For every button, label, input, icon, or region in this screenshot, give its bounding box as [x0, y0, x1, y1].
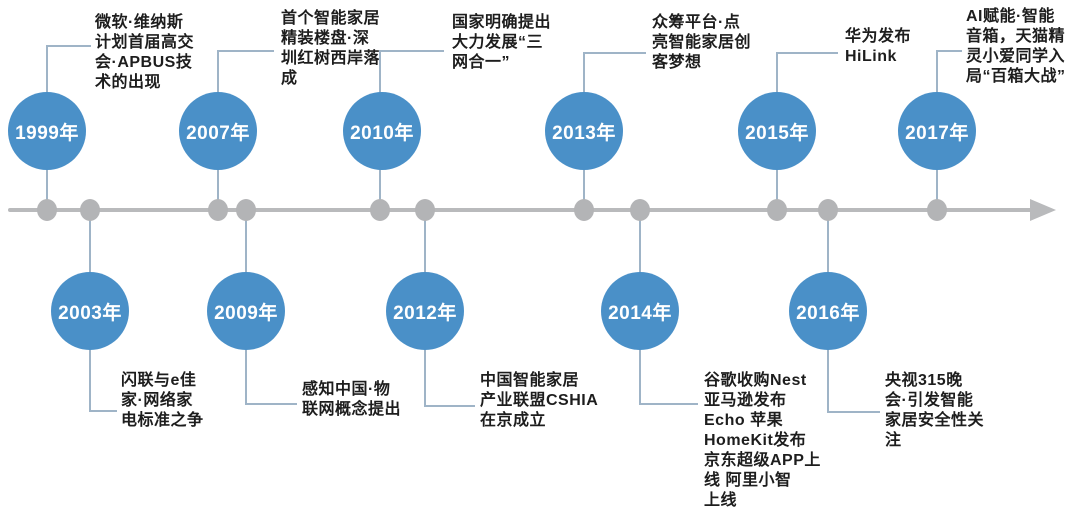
year-label-2007: 2007年: [186, 122, 250, 144]
timeline-dot-2016: [818, 199, 838, 221]
event-label-2014: 谷歌收购Nest 亚马逊发布 Echo 苹果 HomeKit发布 京东超级APP…: [704, 372, 821, 509]
timeline-dot-2009: [236, 199, 256, 221]
year-label-2016: 2016年: [796, 302, 860, 324]
event-label-2009: 感知中国·物 联网概念提出: [302, 381, 402, 418]
year-circle-2012: 2012年: [386, 272, 464, 350]
year-circle-2010: 2010年: [343, 92, 421, 170]
year-circle-2016: 2016年: [789, 272, 867, 350]
connector-hline-2015: [777, 52, 838, 54]
timeline-dot-2010: [370, 199, 390, 221]
timeline-axis: [8, 208, 1034, 212]
timeline-dot-1999: [37, 199, 57, 221]
year-label-2012: 2012年: [393, 302, 457, 324]
event-label-2017: AI赋能·智能 音箱，天猫精 灵小爱同学入 局“百箱大战”: [966, 8, 1066, 85]
event-label-2007: 首个智能家居 精装楼盘·深 圳红树西岸落 成: [281, 10, 381, 87]
event-label-2010: 国家明确提出 大力发展“三 网合一”: [452, 14, 552, 71]
year-circle-2007: 2007年: [179, 92, 257, 170]
event-label-2012: 中国智能家居 产业联盟CSHIA 在京成立: [480, 372, 599, 429]
year-label-2003: 2003年: [58, 302, 122, 324]
year-label-2014: 2014年: [608, 302, 672, 324]
event-label-2015: 华为发布 HiLink: [845, 28, 912, 65]
timeline-dot-2007: [208, 199, 228, 221]
year-label-2015: 2015年: [745, 122, 809, 144]
event-label-1999: 微软·维纳斯 计划首届高交 会·APBUS技 术的出现: [95, 14, 195, 91]
year-label-2010: 2010年: [350, 122, 414, 144]
timeline-dot-2012: [415, 199, 435, 221]
timeline-dot-2017: [927, 199, 947, 221]
connector-hline-2012: [425, 405, 475, 407]
connector-hline-2003: [90, 410, 117, 412]
year-circle-2017: 2017年: [898, 92, 976, 170]
year-circle-2013: 2013年: [545, 92, 623, 170]
timeline-dot-2014: [630, 199, 650, 221]
connector-hline-2010: [380, 50, 444, 52]
connector-hline-2013: [584, 52, 646, 54]
connector-hline-2016: [828, 411, 880, 413]
event-label-2003: 闪联与e佳 家·网络家 电标准之争: [121, 372, 204, 429]
year-circle-1999: 1999年: [8, 92, 86, 170]
timeline-dot-2003: [80, 199, 100, 221]
connector-hline-1999: [47, 45, 91, 47]
year-label-1999: 1999年: [15, 122, 79, 144]
connector-hline-2017: [937, 50, 962, 52]
connector-hline-2014: [640, 403, 698, 405]
year-label-2017: 2017年: [905, 122, 969, 144]
timeline-arrowhead-icon: [1030, 199, 1056, 221]
year-circle-2003: 2003年: [51, 272, 129, 350]
timeline-dot-2015: [767, 199, 787, 221]
event-label-2016: 央视315晚 会·引发智能 家居安全性关 注: [885, 372, 985, 449]
year-circle-2015: 2015年: [738, 92, 816, 170]
year-circle-2014: 2014年: [601, 272, 679, 350]
event-label-2013: 众筹平台·点 亮智能家居创 客梦想: [652, 14, 752, 71]
year-label-2013: 2013年: [552, 122, 616, 144]
connector-hline-2007: [218, 50, 274, 52]
connector-hline-2009: [246, 403, 297, 405]
timeline-dot-2013: [574, 199, 594, 221]
year-circle-2009: 2009年: [207, 272, 285, 350]
year-label-2009: 2009年: [214, 302, 278, 324]
